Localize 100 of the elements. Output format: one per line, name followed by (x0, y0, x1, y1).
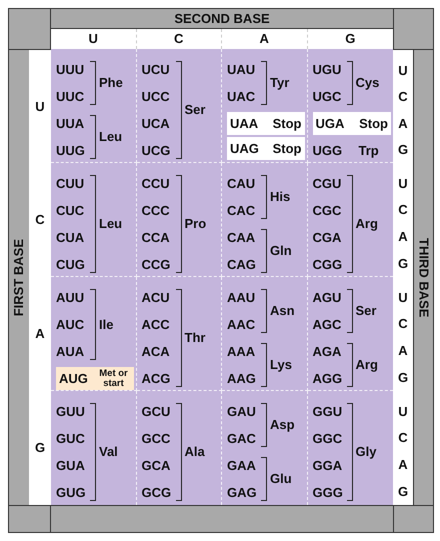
codon: AUU (56, 288, 84, 307)
amino-acid-label: Stop (272, 140, 302, 158)
codon: CGA (312, 228, 342, 247)
codon: GCA (142, 456, 170, 475)
codon: GUU (56, 402, 85, 421)
base-letter: C (35, 211, 45, 230)
codon: AAU (227, 288, 256, 307)
codon: GUA (56, 456, 85, 475)
codon: CUG (56, 256, 85, 274)
amino-acid-label: Leu (99, 215, 122, 234)
codon: UGC (312, 88, 342, 106)
amino-acid-label: Ala (184, 443, 205, 462)
codon-cell (51, 163, 136, 277)
codon: GUG (56, 484, 86, 502)
codon-cell (308, 277, 393, 391)
codon: UAG (230, 140, 259, 158)
codon-cell (136, 163, 222, 277)
base-letter: U (398, 402, 408, 421)
codon: UGA (316, 114, 344, 133)
base-letter: G (398, 141, 408, 159)
codon: CCA (142, 228, 170, 247)
codon: GCG (142, 484, 172, 502)
codon-cell (51, 49, 136, 163)
amino-acid-label: Glu (270, 470, 292, 488)
codon-cell (222, 163, 308, 277)
codon-cell (222, 391, 308, 505)
amino-acid-label: Met or start (98, 368, 129, 388)
amino-acid-label: Asn (270, 302, 295, 320)
amino-acid-label: Gly (356, 443, 376, 462)
codon-cell (308, 391, 393, 505)
base-letter: G (398, 254, 408, 273)
codon: AGG (312, 370, 342, 388)
codon: AGA (312, 342, 342, 361)
codon: CCC (142, 202, 170, 220)
codon: UUU (56, 60, 84, 79)
codon: AAC (227, 316, 256, 334)
amino-acid-label: Trp (358, 142, 379, 160)
codon: CAC (227, 202, 256, 220)
codon: UGG (312, 142, 342, 160)
amino-acid-label: Ile (99, 316, 114, 334)
base-letter: G (34, 439, 46, 458)
codon: GGC (312, 430, 342, 448)
codon: CGC (312, 202, 342, 220)
codon: ACC (142, 316, 170, 334)
amino-acid-label: Thr (184, 329, 206, 348)
codon-cell (51, 391, 136, 505)
base-letter: C (398, 315, 408, 334)
axis-title: FIRST BASE (10, 238, 28, 316)
axis-title: THIRD BASE (415, 238, 432, 318)
base-letter: U (35, 98, 45, 116)
base-letter: U (398, 288, 408, 307)
codon: UAC (227, 88, 256, 106)
base-letter: A (398, 342, 408, 360)
base-letter: C (174, 30, 184, 48)
amino-acid-label: Gln (270, 242, 292, 260)
codon: UAA (230, 114, 258, 133)
base-letter: A (398, 228, 408, 246)
codon: CGG (312, 256, 342, 274)
codon: AGU (312, 288, 342, 307)
codon: CCG (142, 256, 170, 274)
codon-cell (51, 277, 136, 391)
codon-cell (136, 391, 222, 505)
codon: CAG (227, 256, 256, 274)
codon: AUG (59, 370, 88, 388)
codon-cell (136, 277, 222, 391)
base-letter: C (398, 429, 408, 448)
amino-acid-label: Stop (272, 114, 302, 133)
base-letter: G (398, 368, 408, 387)
stop-codon-box (312, 112, 391, 135)
codon: AUA (56, 342, 84, 361)
codon: GAG (227, 484, 257, 502)
base-letter: G (398, 482, 408, 501)
codon: GCU (142, 402, 170, 421)
codon: UUC (56, 88, 84, 106)
amino-acid-label: Stop (359, 114, 388, 133)
base-letter: A (260, 30, 269, 48)
codon: GGU (312, 402, 342, 421)
codon: GGA (312, 456, 342, 475)
codon: ACG (142, 370, 170, 388)
stop-codon-box (227, 137, 304, 160)
start-codon-box (56, 367, 134, 390)
base-letter: U (398, 174, 408, 193)
amino-acid-label: Leu (99, 128, 122, 146)
base-letter: A (398, 114, 408, 132)
codon: GCC (142, 430, 170, 448)
codon: GUC (56, 430, 85, 448)
codon: AUC (56, 316, 84, 334)
amino-acid-label: Cys (356, 74, 380, 92)
codon-cell (222, 277, 308, 391)
base-letter: U (88, 30, 98, 48)
codon: UGU (312, 60, 342, 79)
codon: AAA (227, 342, 256, 361)
base-letter: A (35, 325, 45, 344)
codon: CCU (142, 174, 170, 193)
codon: CGU (312, 174, 342, 193)
codon: GAC (227, 430, 256, 448)
codon: UUG (56, 142, 85, 160)
codon: CAU (227, 174, 256, 193)
codon: CUC (56, 202, 84, 220)
amino-acid-label: Ser (184, 101, 206, 120)
